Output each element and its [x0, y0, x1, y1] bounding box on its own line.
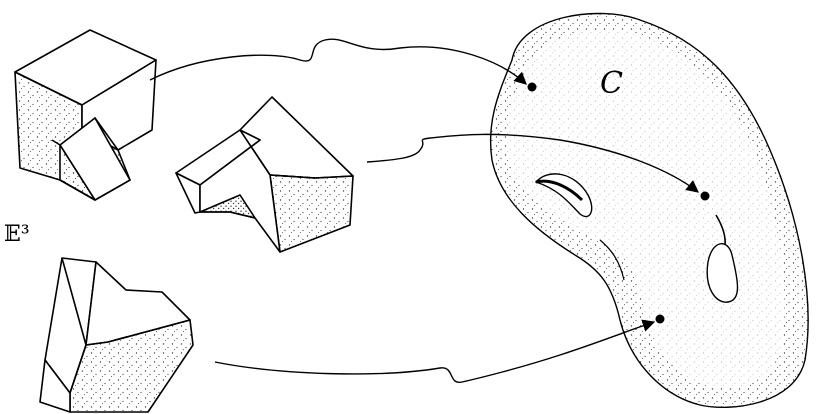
arrow-top-shape-to-point: [150, 39, 526, 84]
shape-middle: [176, 97, 353, 252]
point-upper: [528, 83, 537, 92]
shape-top-left: [15, 30, 156, 200]
point-right: [701, 192, 710, 201]
shape-bottom: [40, 258, 193, 412]
space-label: 𝔼³: [4, 222, 30, 247]
config-space-label: C: [600, 66, 623, 101]
point-lower: [656, 315, 665, 324]
config-space-surface: [491, 13, 809, 407]
arrow-bottom-shape-to-point: [215, 322, 654, 382]
